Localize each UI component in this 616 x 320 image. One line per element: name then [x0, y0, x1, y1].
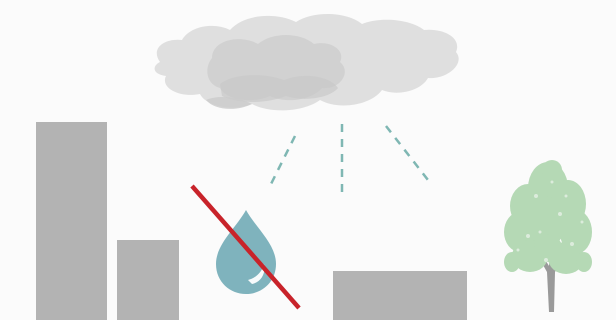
low-building	[333, 271, 467, 320]
rain-cloud-icon	[155, 14, 459, 110]
tall-building	[36, 122, 107, 320]
rain-lines	[270, 124, 428, 192]
rain-line-right	[386, 126, 428, 180]
tree-icon	[504, 160, 592, 312]
rain-line-left	[270, 136, 295, 186]
short-building	[117, 240, 179, 320]
